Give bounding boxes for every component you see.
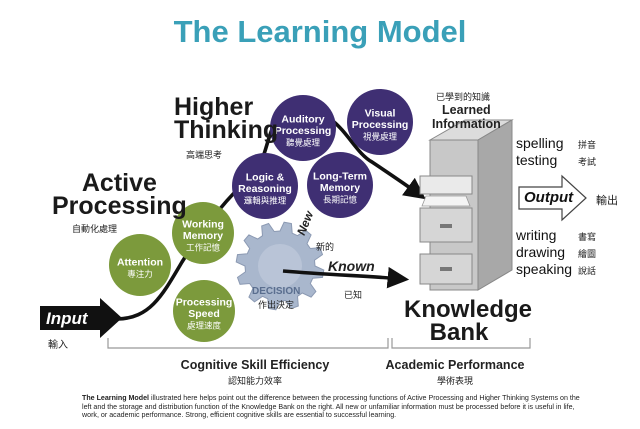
skill-name-zh: 繪圖 <box>578 250 597 260</box>
skills-top-list: spelling 拼音 testing 考試 <box>516 135 626 169</box>
output-label: Output <box>524 189 574 206</box>
known-zh: 已知 <box>344 291 363 301</box>
active-processing-zh: 自動化處理 <box>72 225 118 235</box>
working-memory-circle-shape <box>172 202 234 264</box>
long-term-memory-zh: 長期記憶 <box>323 195 358 206</box>
attention-circle-shape <box>109 234 171 296</box>
visual-processing-circle-shape <box>347 89 413 155</box>
output-arrow <box>518 174 587 222</box>
working-memory-label: Working <box>182 219 224 231</box>
visual-processing-label: Processing <box>352 119 409 131</box>
cognitive-skill-efficiency-label: Cognitive Skill Efficiency <box>180 358 330 372</box>
auditory-processing-circle-shape <box>270 95 336 161</box>
attention-zh: 專注力 <box>127 269 153 280</box>
logic-reasoning-label: Logic & <box>246 172 285 184</box>
academic-performance-label: Academic Performance <box>385 358 525 372</box>
attention-label: Attention <box>117 256 163 268</box>
decision-zh: 作出決定 <box>258 301 295 311</box>
skill-name-zh: 考試 <box>578 158 597 168</box>
skill-name: writing <box>516 227 557 243</box>
logic-reasoning-label: Reasoning <box>238 183 292 195</box>
skill-name-zh: 說話 <box>578 267 597 277</box>
skill-item: writing 書寫 <box>516 227 626 244</box>
skill-item: speaking 說話 <box>516 261 626 278</box>
left-section-bracket <box>107 338 389 349</box>
visual-processing-label: Visual <box>365 108 396 120</box>
higher-thinking-zh: 高端思考 <box>186 151 223 161</box>
new-zh: 新的 <box>316 243 335 253</box>
footer-description: The Learning Model illustrated here help… <box>82 394 580 420</box>
skill-name-zh: 書寫 <box>578 233 597 243</box>
known-label: Known <box>328 258 375 274</box>
auditory-processing-label: Processing <box>275 125 332 137</box>
filing-cabinet <box>419 119 514 291</box>
skill-item: testing 考試 <box>516 152 626 169</box>
skill-name-zh: 拼音 <box>578 141 597 151</box>
skill-item: drawing 繪圖 <box>516 244 626 261</box>
working-memory-label: Memory <box>183 230 223 242</box>
skill-item: spelling 拼音 <box>516 135 626 152</box>
long-term-memory-label: Long-Term <box>313 171 367 183</box>
learned-information-zh: 已學到的知識 <box>436 93 491 103</box>
academic-performance-zh: 學術表現 <box>436 377 473 387</box>
decision-gear <box>235 221 325 311</box>
output-zh: 輸出 <box>596 194 618 207</box>
auditory-processing-zh: 聽覺處理 <box>286 138 321 149</box>
auditory-processing-label: Auditory <box>281 114 324 126</box>
processing-speed-label: Processing <box>176 297 233 309</box>
visual-processing-zh: 視覺處理 <box>363 132 398 143</box>
decision-label: DECISION <box>252 286 301 297</box>
cognitive-skill-efficiency-zh: 認知能力效率 <box>227 377 282 387</box>
known-arrow <box>282 266 410 289</box>
input-arrow <box>40 298 122 338</box>
logic-reasoning-zh: 邏輯與推理 <box>244 196 287 207</box>
working-memory-zh: 工作記憶 <box>186 243 221 254</box>
long-term-memory-label: Memory <box>320 182 360 194</box>
skill-name: spelling <box>516 135 564 151</box>
skill-name: speaking <box>516 261 573 277</box>
flow-curve <box>117 108 426 321</box>
skills-bottom-list: writing 書寫 drawing 繪圖 speaking 說話 <box>516 227 626 278</box>
input-zh: 輸入 <box>48 340 68 351</box>
processing-speed-circle-shape <box>173 280 235 342</box>
skill-name: drawing <box>516 244 566 260</box>
input-label: Input <box>46 309 88 328</box>
processing-speed-zh: 處理速度 <box>187 321 222 332</box>
long-term-memory-circle-shape <box>307 152 373 218</box>
page-title: The Learning Model <box>173 14 467 49</box>
logic-reasoning-circle-shape <box>232 153 298 219</box>
processing-speed-label: Speed <box>188 308 220 320</box>
skill-name: testing <box>516 152 558 168</box>
right-section-bracket <box>391 338 531 349</box>
